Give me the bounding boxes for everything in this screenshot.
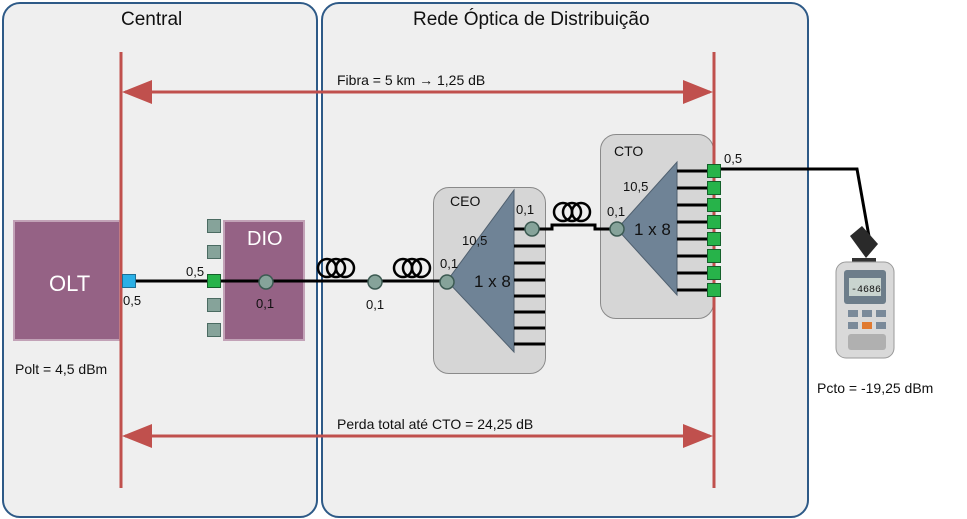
cto-splitter — [616, 160, 678, 297]
fiber-arrow-glyph: → — [419, 72, 434, 88]
dio-port-active — [207, 274, 221, 288]
ceo-split-loss: 10,5 — [462, 233, 488, 248]
olt-device — [13, 220, 121, 341]
ceo-output-connector — [524, 221, 540, 237]
dio-port-5 — [207, 323, 221, 337]
olt-label: OLT — [49, 271, 91, 296]
fiber-loss-text: 1,25 dB — [436, 72, 486, 88]
ceo-output-loss: 0,1 — [516, 202, 535, 217]
ceo-cto-fiber — [532, 223, 617, 231]
drop-cable — [721, 167, 872, 243]
dio-splice-loss: 0,1 — [256, 296, 275, 311]
dio-port-2 — [207, 245, 221, 259]
cto-output-lines — [677, 169, 707, 292]
ceo-output-lines — [514, 227, 545, 346]
ceo-splitter — [446, 188, 515, 354]
cto-ratio: 1 x 8 — [634, 220, 671, 239]
dio-label: DIO — [247, 228, 283, 250]
meter-reading: -4686 — [851, 285, 881, 296]
fiber-length-text: Fibra = 5 km — [337, 72, 416, 88]
network-title: Rede Óptica de Distribuição — [413, 9, 650, 30]
fiber-length-label: Fibra = 5 km → 1,25 dB — [337, 72, 485, 88]
ceo-ratio: 1 x 8 — [474, 272, 511, 291]
fiber-coil-1 — [316, 257, 356, 279]
cto-port-7 — [707, 266, 721, 280]
pcto-label: Pcto = -19,25 dBm — [817, 380, 934, 396]
cto-label: CTO — [614, 143, 644, 159]
cto-port-8 — [707, 283, 721, 297]
cto-output-loss: 0,5 — [724, 151, 743, 166]
fiber-splice — [367, 274, 383, 290]
central-title: Central — [121, 9, 183, 30]
fiber-splice-loss: 0,1 — [366, 297, 385, 312]
ceo-input-loss: 0,1 — [440, 256, 459, 271]
power-meter: -4686 — [835, 226, 895, 359]
cto-split-loss: 10,5 — [623, 179, 649, 194]
cto-port-6 — [707, 249, 721, 263]
fiber-coil-2 — [392, 257, 432, 279]
dio-port-1 — [207, 219, 221, 233]
fiber-coil-3 — [552, 201, 592, 223]
cto-port-5 — [707, 232, 721, 246]
ceo-input-connector — [439, 274, 455, 290]
dio-port-4 — [207, 298, 221, 312]
cto-port-1 — [707, 164, 721, 178]
olt-port-loss: 0,5 — [123, 293, 142, 308]
dio-input-loss: 0,5 — [186, 264, 205, 279]
cto-port-2 — [707, 181, 721, 195]
cto-port-3 — [707, 198, 721, 212]
polt-label: Polt = 4,5 dBm — [15, 361, 108, 377]
olt-port — [122, 274, 136, 288]
ceo-label: CEO — [450, 193, 481, 209]
cto-port-4 — [707, 215, 721, 229]
cto-input-loss: 0,1 — [607, 204, 626, 219]
dio-splice — [258, 274, 274, 290]
cto-input-connector — [609, 221, 625, 237]
total-loss-label: Perda total até CTO = 24,25 dB — [337, 416, 534, 432]
